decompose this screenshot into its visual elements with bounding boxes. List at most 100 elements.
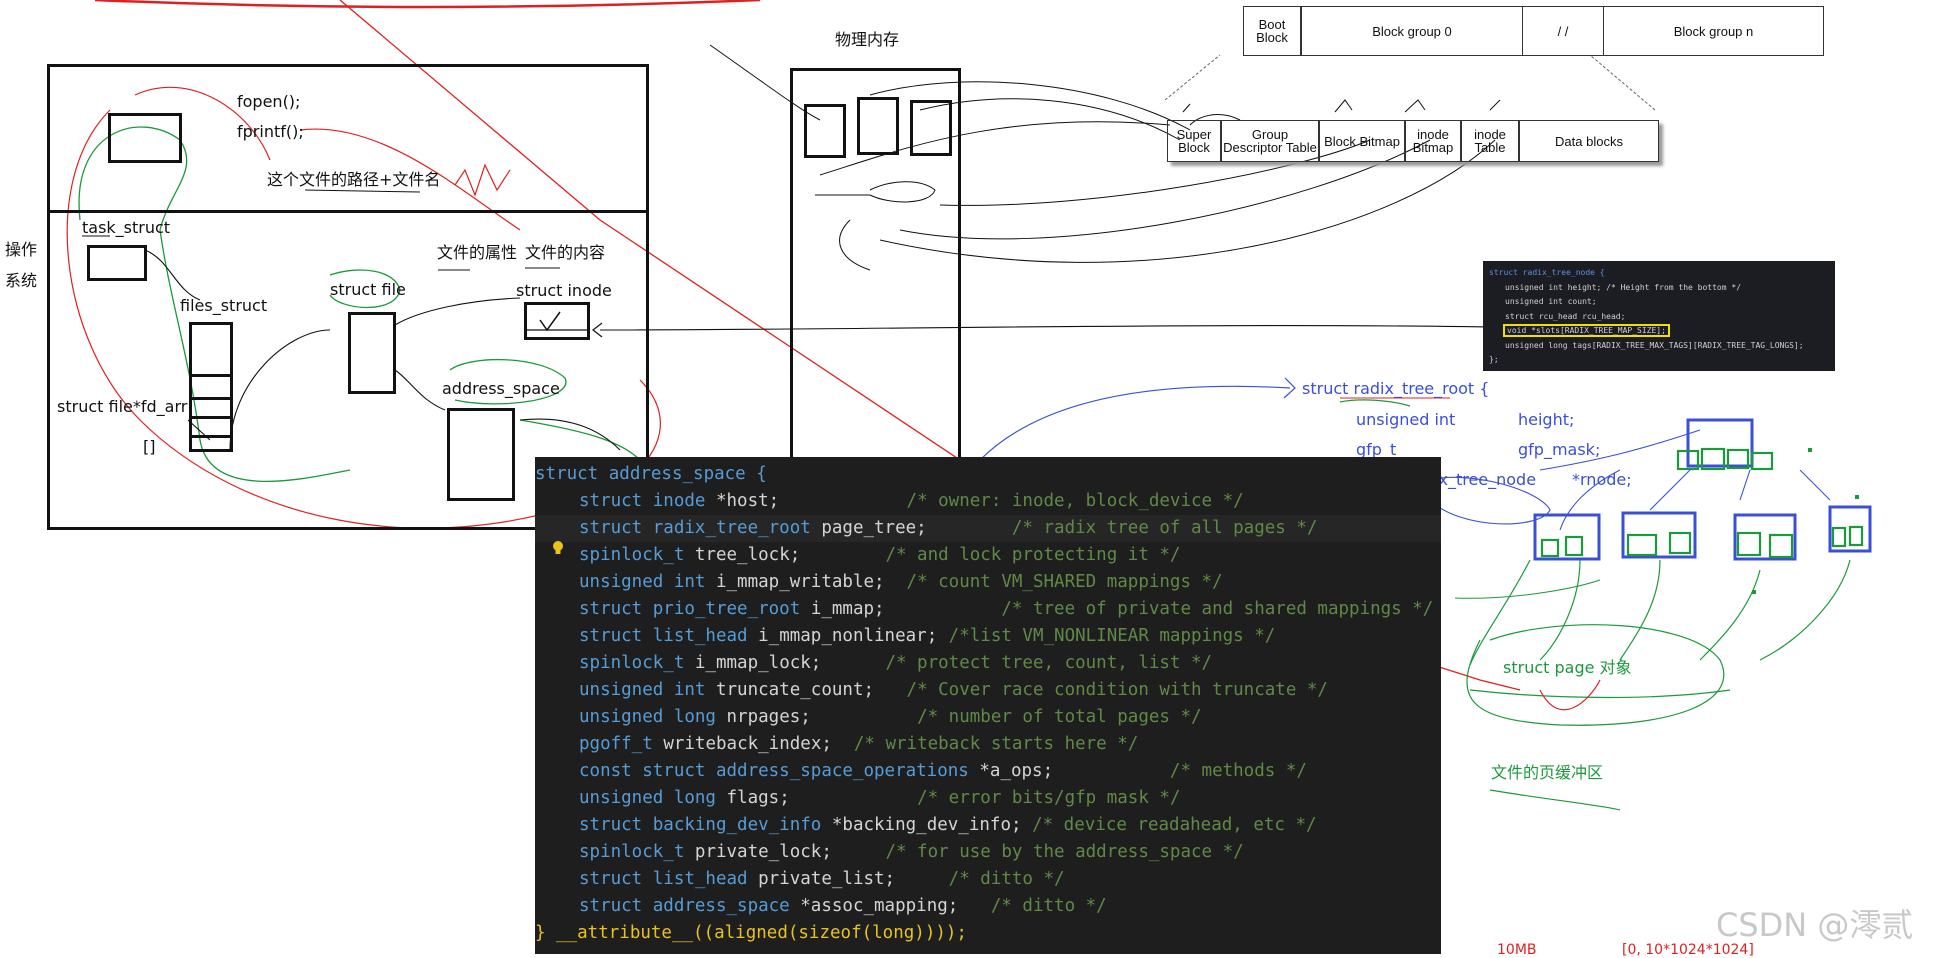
code-footer: } __attribute__((aligned(sizeof(long))))… — [535, 920, 1441, 947]
code-type: unsigned int — [579, 572, 706, 592]
page-frame-3 — [910, 100, 952, 156]
radix-tree-node-snippet: struct radix_tree_node { unsigned int he… — [1483, 261, 1835, 371]
code-field: page_tree; — [821, 518, 927, 538]
code-field: tree_lock; — [694, 545, 801, 565]
files-struct-box — [189, 322, 233, 452]
block-group-n: Block group n — [1603, 6, 1824, 56]
code-type: spinlock_t — [579, 842, 685, 862]
code-line: struct prio_tree_root i_mmap; /* tree of… — [535, 596, 1441, 623]
radix-root-type-0: unsigned int — [1356, 410, 1456, 429]
file-content-label: 文件的内容 — [525, 243, 606, 262]
data-blocks: Data blocks — [1519, 120, 1659, 162]
code-line: unsigned long nrpages; /* number of tota… — [535, 704, 1441, 731]
code-field: i_mmap_writable; — [715, 572, 885, 592]
code-line: pgoff_t writeback_index; /* writeback st… — [535, 731, 1441, 758]
struct-file-box — [348, 312, 396, 394]
code-type: spinlock_t — [579, 545, 685, 565]
code-line: spinlock_t i_mmap_lock; /* protect tree,… — [535, 650, 1441, 677]
snippet-line-0: struct radix_tree_node { — [1489, 268, 1605, 277]
block-group-0: Block group 0 — [1301, 6, 1523, 56]
lightbulb-icon[interactable] — [551, 540, 565, 556]
radix-root-header: struct radix_tree_root { — [1302, 379, 1490, 398]
code-comment: /* count VM_SHARED mappings */ — [906, 572, 1223, 592]
os-label-line1: 操作 — [5, 240, 38, 259]
radix-root-field-1: gfp_mask; — [1518, 440, 1601, 459]
file-path-label: 这个文件的路径+文件名 — [267, 170, 441, 189]
code-comment: /* device readahead, etc */ — [1032, 815, 1317, 835]
code-type: struct prio_tree_root — [579, 599, 801, 619]
code-comment: /* and lock protecting it */ — [885, 545, 1181, 565]
page-frame-2 — [857, 97, 899, 155]
struct-file-label: struct file — [330, 280, 406, 299]
code-type: struct list_head — [579, 869, 748, 889]
boot-block: Boot Block — [1243, 6, 1301, 56]
code-field: writeback_index; — [663, 734, 832, 754]
code-type: struct list_head — [579, 626, 748, 646]
inode-table: inode Table — [1461, 120, 1519, 162]
physical-memory-label: 物理内存 — [835, 30, 900, 49]
size-note: 10MB — [1497, 942, 1537, 958]
code-field: *assoc_mapping; — [800, 896, 959, 916]
user-buffer-box — [108, 113, 182, 163]
disk-partition-row: Boot Block Block group 0 / / Block group… — [1243, 6, 1824, 56]
code-field: *backing_dev_info; — [831, 815, 1022, 835]
os-label-line2: 系统 — [5, 271, 38, 290]
code-type: unsigned long — [579, 788, 716, 808]
files-struct-label: files_struct — [180, 296, 268, 315]
code-line: struct address_space *assoc_mapping; /* … — [535, 893, 1441, 920]
code-comment: /* radix tree of all pages */ — [1011, 518, 1318, 538]
block-bitmap: Block Bitmap — [1319, 120, 1405, 162]
code-comment: /* for use by the address_space */ — [885, 842, 1244, 862]
fd-array-cells — [189, 374, 233, 452]
file-attr-label: 文件的属性 — [437, 243, 518, 262]
address-space-label: address_space — [442, 379, 560, 398]
snippet-line-2: unsigned int count; — [1505, 297, 1597, 306]
snippet-line-6: }; — [1489, 355, 1499, 364]
code-line: struct list_head i_mmap_nonlinear; /*lis… — [535, 623, 1441, 650]
kernel-space-box — [47, 210, 649, 530]
code-line: unsigned int truncate_count; /* Cover ra… — [535, 677, 1441, 704]
code-comment: /* error bits/gfp mask */ — [917, 788, 1181, 808]
code-comment: /* methods */ — [1169, 761, 1307, 781]
code-field: private_lock; — [694, 842, 832, 862]
code-type: unsigned int — [579, 680, 706, 700]
code-field: flags; — [726, 788, 790, 808]
code-type: struct inode — [579, 491, 706, 511]
snippet-line-5: unsigned long tags[RADIX_TREE_MAX_TAGS][… — [1505, 340, 1804, 350]
task-struct-label: task_struct — [82, 218, 171, 237]
code-field: i_mmap_nonlinear; — [758, 626, 938, 646]
code-type: spinlock_t — [579, 653, 685, 673]
code-comment: /* tree of private and shared mappings *… — [1001, 599, 1434, 619]
code-line: struct inode *host; /* owner: inode, blo… — [535, 488, 1441, 515]
code-comment: /* protect tree, count, list */ — [885, 653, 1213, 673]
task-struct-box — [87, 245, 147, 281]
code-line: unsigned long flags; /* error bits/gfp m… — [535, 785, 1441, 812]
code-line: unsigned int i_mmap_writable; /* count V… — [535, 569, 1441, 596]
code-header-text: struct address_space { — [535, 464, 767, 484]
code-line: struct list_head private_list; /* ditto … — [535, 866, 1441, 893]
snippet-line-3: struct rcu_head rcu_head; — [1505, 311, 1626, 321]
code-comment: /*list VM_NONLINEAR mappings */ — [948, 626, 1276, 646]
code-header: struct address_space { — [535, 461, 1441, 488]
code-line: const struct address_space_operations *a… — [535, 758, 1441, 785]
code-comment: /* owner: inode, block_device */ — [906, 491, 1244, 511]
address-space-box — [447, 408, 515, 501]
struct-page-label: struct page 对象 — [1503, 658, 1632, 677]
block-group-gap: / / — [1523, 6, 1603, 56]
radix-root-field-2: *rnode; — [1572, 470, 1632, 489]
code-line: spinlock_t private_lock; /* for use by t… — [535, 839, 1441, 866]
code-type: struct backing_dev_info — [579, 815, 822, 835]
code-type: struct address_space — [579, 896, 790, 916]
code-type: unsigned long — [579, 707, 716, 727]
code-type: struct radix_tree_root — [579, 518, 811, 538]
radix-tree-drawing — [1533, 418, 1872, 594]
code-field: private_list; — [758, 869, 896, 889]
struct-inode-box — [524, 302, 590, 340]
group-descriptor-table: Group Descriptor Table — [1221, 120, 1319, 162]
code-comment: /* writeback starts here */ — [853, 734, 1139, 754]
code-field: i_mmap_lock; — [694, 653, 822, 673]
code-field: *host; — [715, 491, 780, 511]
code-body: struct inode *host; /* owner: inode, blo… — [535, 488, 1441, 920]
snippet-line-1: unsigned int height; /* Height from the … — [1505, 282, 1742, 292]
